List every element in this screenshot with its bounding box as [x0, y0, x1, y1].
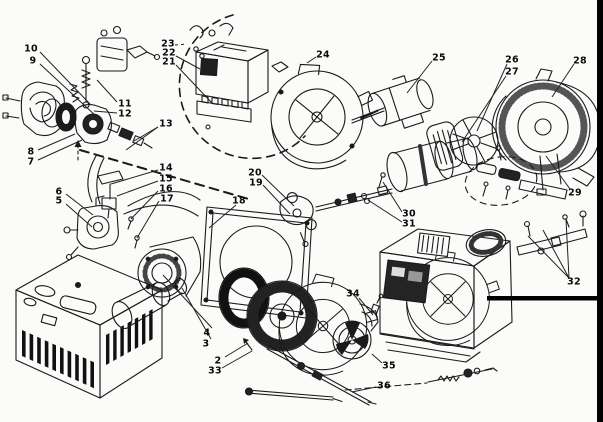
hinge-casting-shape	[279, 192, 317, 248]
part-callout-29: 29	[568, 187, 582, 199]
part-callout-22: 22	[162, 47, 176, 59]
part-callout-4: 4	[203, 327, 211, 339]
part-callout-30: 30	[402, 208, 416, 220]
scan-edge-fold-line	[487, 296, 603, 301]
mounting-bracket-shape	[516, 210, 588, 256]
part-callout-3: 3	[202, 338, 210, 350]
part-callout-6: 6	[55, 186, 63, 198]
coupling-pins-group	[476, 145, 521, 200]
fuel-pump-shape	[63, 195, 119, 261]
wiring-lines	[87, 155, 201, 249]
assembled-burner-group	[379, 228, 513, 363]
electrode-group	[244, 345, 498, 406]
part-callout-25: 25	[432, 52, 446, 64]
part-callout-16: 16	[159, 183, 173, 195]
part-callout-24: 24	[316, 49, 330, 61]
motor-right-shape	[351, 75, 434, 129]
part-callout-7: 7	[27, 156, 35, 168]
part-callout-21: 21	[162, 56, 176, 68]
part-callout-34: 34	[346, 288, 360, 300]
part-callout-5: 5	[55, 195, 63, 207]
regulator-bracket-shape	[97, 170, 124, 219]
part-callout-13: 13	[159, 118, 173, 130]
part-callout-35: 35	[382, 360, 396, 372]
ignition-transformer-group	[195, 41, 269, 130]
part-callout-9: 9	[29, 55, 37, 67]
part-callout-14: 14	[159, 162, 173, 174]
part-callout-31: 31	[402, 218, 416, 230]
part-callout-18: 18	[232, 195, 246, 207]
slotted-cover-shape	[426, 121, 464, 171]
part-callout-33: 33	[208, 365, 222, 377]
burner-motor-shape	[137, 236, 202, 298]
louver-slots	[22, 309, 153, 389]
part-callout-28: 28	[573, 55, 587, 67]
part-callout-36: 36	[377, 380, 391, 392]
part-callout-32: 32	[567, 276, 581, 288]
part-callout-19: 19	[249, 177, 263, 189]
part-callout-17: 17	[160, 193, 174, 205]
part-callout-8: 8	[27, 146, 35, 158]
part-callout-15: 15	[159, 173, 173, 185]
part-callout-2: 2	[214, 355, 222, 367]
blower-wheel-shape	[218, 267, 318, 352]
part-callout-11: 11	[118, 98, 132, 110]
air-damper-shape	[332, 293, 384, 360]
scan-edge-right-bar	[597, 0, 603, 422]
part-callout-26: 26	[505, 54, 519, 66]
part-callout-12: 12	[118, 108, 132, 120]
solenoid-valve-shape	[96, 25, 161, 72]
part-callout-20: 20	[248, 167, 262, 179]
junction-box-shape	[15, 254, 163, 399]
part-callout-23: 23	[161, 38, 175, 50]
nozzle-line-group	[315, 172, 393, 212]
blower-housing-top-shape	[265, 56, 380, 174]
valve-stem-shape	[81, 55, 91, 109]
part-callout-10: 10	[24, 43, 38, 55]
part-callout-27: 27	[505, 66, 519, 78]
